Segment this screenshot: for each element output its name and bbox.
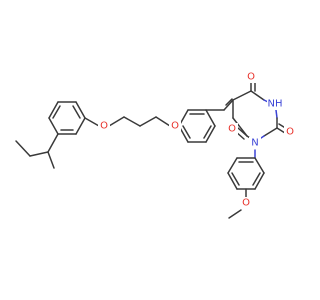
atom-label-o: O [171, 121, 179, 132]
ether-oxygen-left: O [98, 120, 110, 132]
carbonyl-top: O [245, 71, 257, 92]
ethylene-glycol-linker [84, 116, 171, 127]
carbonyl-right: O [276, 123, 296, 138]
molecule-canvas: O O [15, 71, 296, 219]
atom-label-o: O [286, 127, 294, 138]
structure-diagram: O O [15, 71, 296, 219]
n-atom: N [249, 137, 261, 149]
methoxy-group: O [228, 197, 252, 219]
atom-label-o: O [247, 72, 255, 83]
ether-oxygen-right: O [169, 120, 181, 132]
carbonyl-left: O [226, 123, 248, 140]
phenyl-ring-left [48, 101, 86, 135]
atom-label-n: N [251, 138, 258, 149]
benzylidene-double-bond [205, 98, 234, 111]
atom-label-o: O [242, 198, 250, 209]
nh-atom: NH [267, 98, 283, 110]
phenyl-ring-center [178, 109, 216, 143]
sec-butyl-group [15, 133, 59, 169]
atom-label-o: O [228, 124, 236, 135]
atom-label-nh: NH [268, 99, 283, 110]
atom-label-o: O [100, 121, 108, 132]
methoxyphenyl-ring [227, 149, 265, 198]
